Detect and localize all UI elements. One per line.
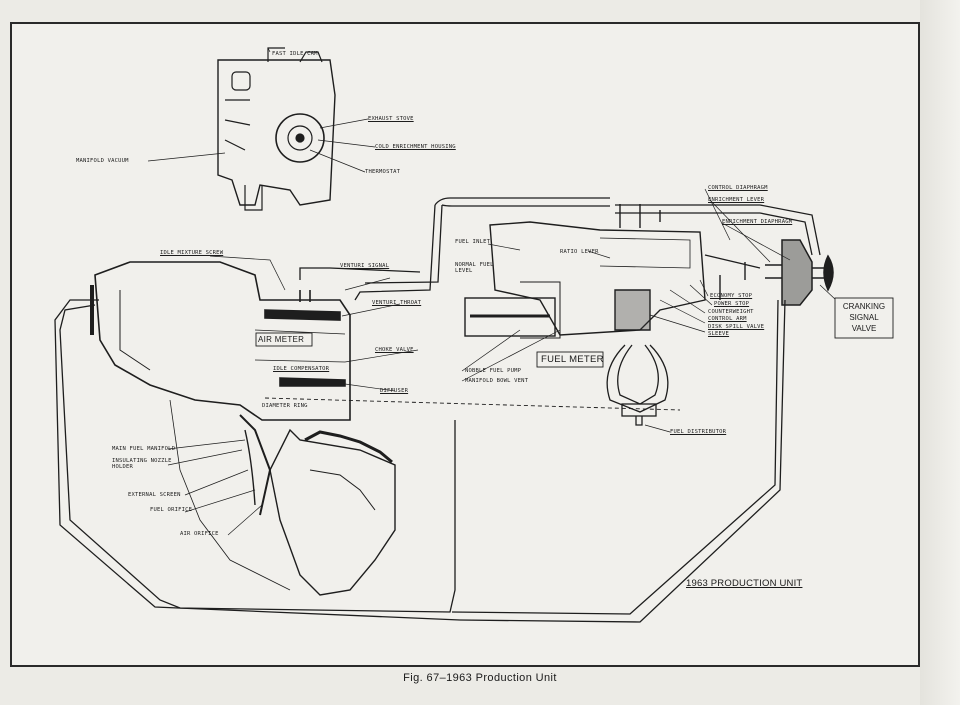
fuel-distributor-loop <box>264 344 681 426</box>
label-disk-spill-valve: DISK SPILL VALVE <box>708 324 765 330</box>
label-diffuser: DIFFUSER <box>380 388 409 394</box>
label-thermostat: THERMOSTAT <box>365 169 401 175</box>
choke-housing-assembly <box>217 47 336 211</box>
label-control-arm: CONTROL ARM <box>708 316 747 322</box>
page-edge-shadow <box>920 0 960 705</box>
label-economy-stop: ECONOMY STOP <box>710 293 753 299</box>
unit-title: 1963 PRODUCTION UNIT <box>686 578 803 589</box>
fuel-lines <box>54 197 821 623</box>
label-ratio-lever: RATIO LEVER <box>560 249 599 255</box>
figure-caption: Fig. 67–1963 Production Unit <box>403 672 557 684</box>
label-idle-compensator: IDLE COMPENSATOR <box>273 366 330 372</box>
label-fast-idle-cam: FAST IDLE CAM <box>272 51 318 57</box>
fuel-meter-assembly <box>464 204 761 339</box>
air-meter-body <box>90 261 351 421</box>
label-air-orifice: AIR ORIFICE <box>180 531 219 537</box>
cranking-signal-valve <box>765 239 834 306</box>
label-idle-mixture-screw: IDLE MIXTURE SCREW <box>160 250 224 256</box>
leader-lines <box>147 47 837 536</box>
label-power-stop: POWER STOP <box>714 301 750 307</box>
box-cranking-signal-valve: CRANKING SIGNAL VALVE <box>842 302 886 333</box>
label-control-diaphragm: CONTROL DIAPHRAGM <box>708 185 768 191</box>
label-choke-valve: CHOKE VALVE <box>375 347 414 353</box>
label-enrichment-lever: ENRICHMENT LEVER <box>708 197 765 203</box>
label-cold-enrichment-housing: COLD ENRICHMENT HOUSING <box>375 144 456 150</box>
label-exhaust-stove: EXHAUST STOVE <box>368 116 414 122</box>
label-fuel-inlet: FUEL INLET <box>455 239 491 245</box>
label-counterweight: COUNTERWEIGHT <box>708 309 754 315</box>
label-main-fuel-manifold: MAIN FUEL MANIFOLD <box>112 446 176 452</box>
box-fuel-meter: FUEL METER <box>541 354 604 365</box>
label-insulating-nozzle-holder: INSULATING NOZZLE HOLDER <box>112 458 172 470</box>
intake-manifold <box>169 399 396 596</box>
label-sleeve: SLEEVE <box>708 331 730 337</box>
label-diameter-ring: DIAMETER RING <box>262 403 308 409</box>
label-fuel-distributor: FUEL DISTRIBUTOR <box>670 429 727 435</box>
label-enrichment-diaphragm: ENRICHMENT DIAPHRAGM <box>722 219 793 225</box>
label-external-screen: EXTERNAL SCREEN <box>128 492 181 498</box>
label-manifold-vacuum: MANIFOLD VACUUM <box>76 158 129 164</box>
box-air-meter: AIR METER <box>258 335 305 344</box>
label-fuel-orifice: FUEL ORIFICE <box>150 507 193 513</box>
label-normal-fuel-level: NORMAL FUEL LEVEL <box>455 262 494 274</box>
label-manifold-bowl-vent: MANIFOLD BOWL VENT <box>465 378 529 384</box>
diagram-frame <box>10 22 920 667</box>
label-nobble-fuel-pump: NOBBLE FUEL PUMP <box>465 368 522 374</box>
label-venturi-throat: VENTURI THROAT <box>372 300 422 306</box>
label-venturi-signal: VENTURI SIGNAL <box>340 263 390 269</box>
